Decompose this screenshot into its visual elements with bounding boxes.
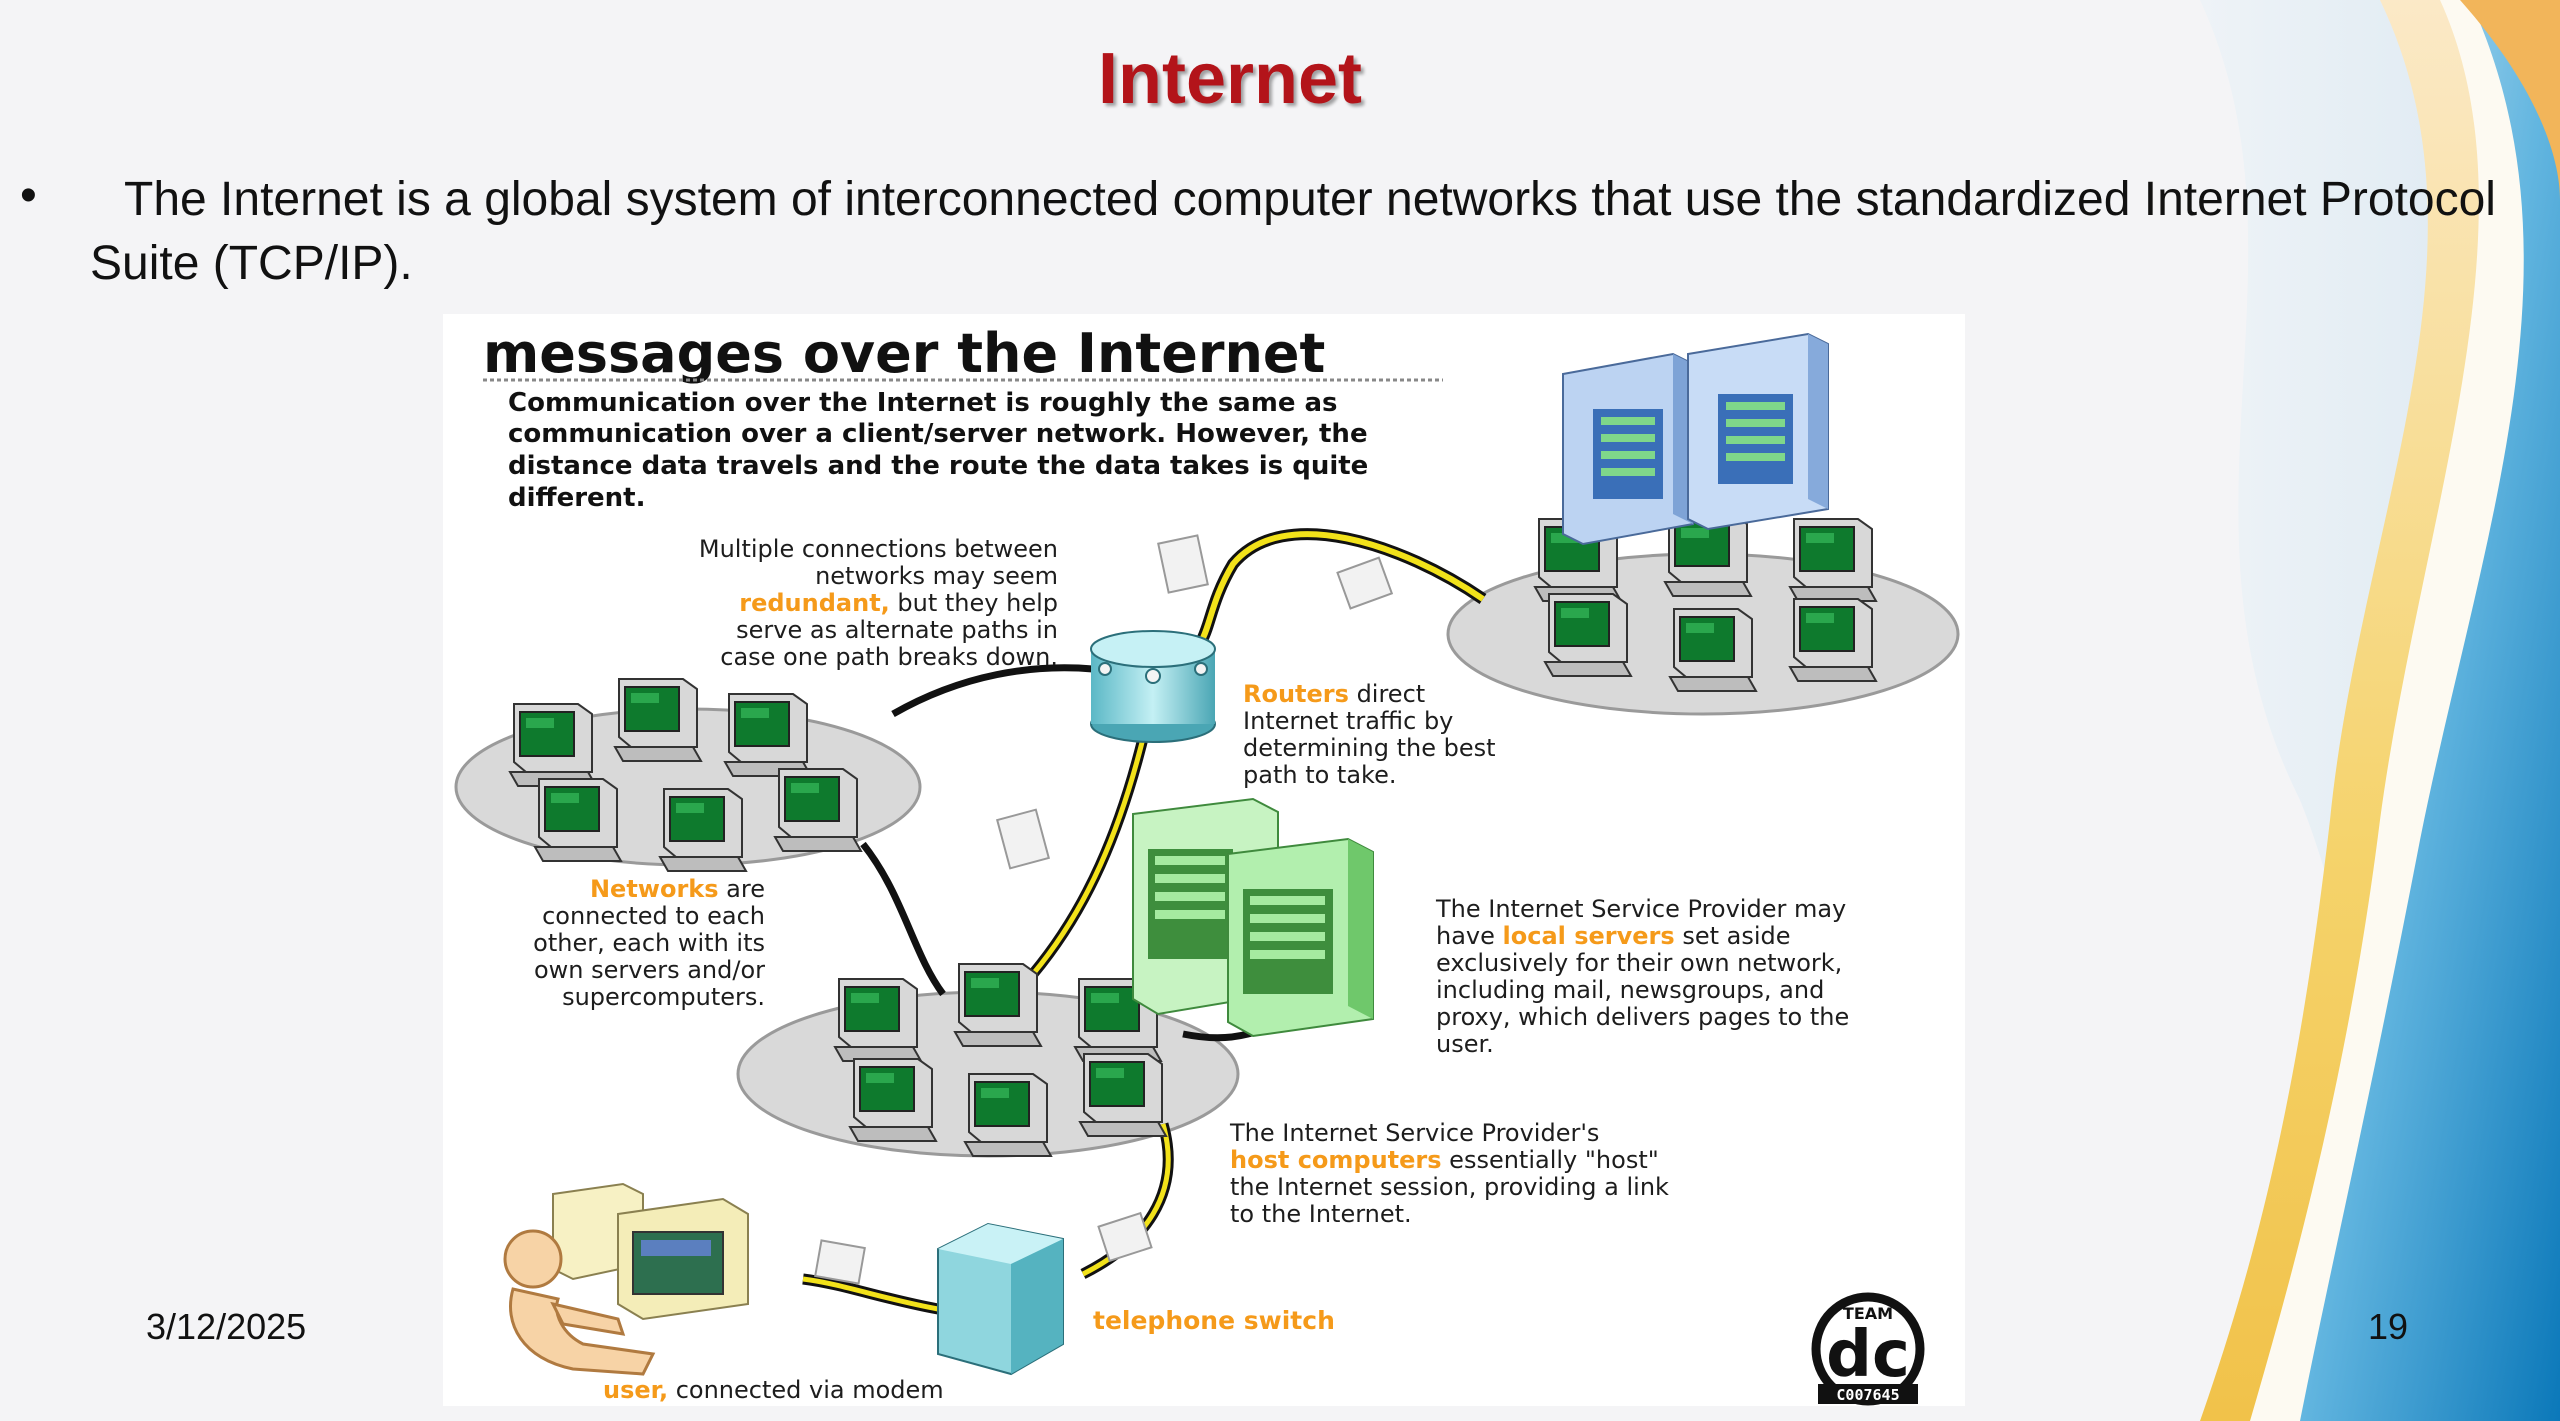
isp-local-note-line: proxy, which delivers pages to the — [1436, 1003, 1849, 1031]
redundant-note-line: networks may seem — [815, 562, 1058, 590]
computer-icon — [534, 778, 622, 862]
routers-note-line: path to take. — [1243, 761, 1396, 789]
internet-diagram: messages over the Internet Communication… — [443, 314, 1965, 1406]
redundant-note-line: Multiple connections between — [699, 535, 1058, 563]
document-icon — [1097, 1211, 1153, 1263]
user-label-rest: connected via modem — [668, 1376, 944, 1404]
routers-note-line: determining the best — [1243, 734, 1496, 762]
cable-right-to-router-yellow — [1181, 531, 1485, 662]
computer-icon — [1079, 1053, 1167, 1137]
local-servers-highlight: local servers — [1503, 922, 1675, 950]
intro-line: distance data travels and the route the … — [508, 451, 1368, 481]
routers-highlight: Routers — [1243, 680, 1349, 708]
isp-local-note-line: have local servers set aside — [1436, 922, 1791, 950]
internet-diagram-canvas: messages over the Internet Communication… — [454, 322, 1960, 1406]
intro-line: Communication over the Internet is rough… — [508, 388, 1338, 418]
redundant-note-line: case one path breaks down. — [720, 643, 1058, 671]
routers-note-rest: direct — [1349, 680, 1425, 708]
logo-top-text: TEAM — [1843, 1304, 1893, 1323]
cable-left-to-router — [891, 664, 1094, 718]
bullet-text: The Internet is a global system of inter… — [90, 173, 2496, 290]
routers-note-line: Routers direct — [1243, 680, 1425, 708]
orange-edge — [2460, 0, 2560, 200]
redundant-note-rest: but they help — [890, 589, 1058, 617]
server-blue-icon — [1687, 332, 1829, 531]
bullet-dot-icon: • — [20, 169, 37, 222]
footer-date: 3/12/2025 — [146, 1306, 307, 1347]
isp-local-note-pre: have — [1436, 922, 1503, 950]
document-icon — [1336, 556, 1394, 610]
server-blue-icon — [1562, 352, 1694, 546]
networks-note-line: other, each with its — [533, 929, 765, 957]
cable-left-to-center — [860, 841, 946, 997]
computer-icon — [509, 703, 597, 787]
isp-local-note-line: exclusively for their own network, — [1436, 949, 1842, 977]
user-highlight: user, — [603, 1376, 668, 1404]
computer-icon — [614, 678, 702, 762]
computer-icon — [659, 788, 747, 872]
blue-wave — [2300, 0, 2560, 1421]
logo-code: C007645 — [1836, 1386, 1899, 1404]
isp-local-note-line: user. — [1436, 1030, 1494, 1058]
isp-local-note-post: set aside — [1675, 922, 1791, 950]
isp-local-note-line: The Internet Service Provider may — [1435, 895, 1846, 923]
isp-host-note-line: The Internet Service Provider's — [1229, 1119, 1599, 1147]
router-icon — [1090, 630, 1216, 743]
redundant-note-line: serve as alternate paths in — [736, 616, 1058, 644]
team-dc-logo: TEAM dc C007645 — [1811, 1292, 1925, 1406]
logo-letters: dc — [1826, 1318, 1910, 1392]
networks-note-line: Networks are — [590, 875, 765, 903]
isp-host-computers-note: The Internet Service Provider's host com… — [1229, 1119, 1669, 1228]
document-icon — [1157, 534, 1209, 594]
isp-host-note-post: essentially "host" — [1442, 1146, 1659, 1174]
isp-host-note-line: the Internet session, providing a link — [1230, 1173, 1669, 1201]
intro-paragraph: Communication over the Internet is rough… — [508, 388, 1368, 513]
computer-icon — [834, 978, 922, 1062]
isp-local-servers-note: The Internet Service Provider may have l… — [1435, 895, 1849, 1058]
networks-note-rest: are — [719, 875, 765, 903]
redundant-note-line: redundant, but they help — [739, 589, 1058, 617]
isp-host-note-line: host computers essentially "host" — [1230, 1146, 1659, 1174]
cable-center-to-switch-yellow — [1081, 1123, 1171, 1277]
telephone-switch-icon — [937, 1222, 1064, 1376]
user-icon — [503, 1182, 749, 1376]
isp-local-note-line: including mail, newsgroups, and — [1436, 976, 1824, 1004]
routers-note: Routers direct Internet traffic by deter… — [1243, 680, 1496, 789]
intro-line: communication over a client/server netwo… — [508, 419, 1368, 449]
document-icon — [995, 808, 1051, 870]
computer-icon — [1789, 598, 1877, 682]
routers-note-line: Internet traffic by — [1243, 707, 1453, 735]
host-computers-highlight: host computers — [1230, 1146, 1442, 1174]
redundant-note: Multiple connections between networks ma… — [699, 535, 1058, 671]
networks-note-line: connected to each — [542, 902, 765, 930]
networks-note-line: own servers and/or — [534, 956, 765, 984]
intro-line: different. — [508, 483, 646, 513]
cable-switch-to-user-yellow — [802, 1276, 939, 1312]
networks-note-line: supercomputers. — [562, 983, 765, 1011]
user-label: user, connected via modem — [603, 1376, 944, 1404]
document-icon — [814, 1239, 866, 1285]
computer-icon — [964, 1073, 1052, 1157]
isp-host-note-line: to the Internet. — [1230, 1200, 1412, 1228]
slide-title: Internet — [1097, 39, 1363, 119]
computer-icon — [849, 1058, 937, 1142]
computer-icon — [954, 963, 1042, 1047]
page-number: 19 — [2368, 1306, 2409, 1347]
cable-right-to-router — [1179, 528, 1487, 665]
redundant-highlight: redundant, — [739, 589, 890, 617]
telephone-switch-label: telephone switch — [1093, 1306, 1335, 1335]
computer-icon — [1669, 608, 1757, 692]
diagram-heading: messages over the Internet — [483, 322, 1325, 385]
computer-icon — [1789, 518, 1877, 602]
computer-icon — [774, 768, 862, 852]
computer-icon — [1544, 593, 1632, 677]
server-green-icon — [1227, 837, 1374, 1038]
computer-icon — [724, 693, 812, 777]
networks-highlight: Networks — [590, 875, 719, 903]
cable-router-to-center-yellow — [1031, 703, 1154, 976]
networks-note: Networks are connected to each other, ea… — [533, 875, 765, 1011]
